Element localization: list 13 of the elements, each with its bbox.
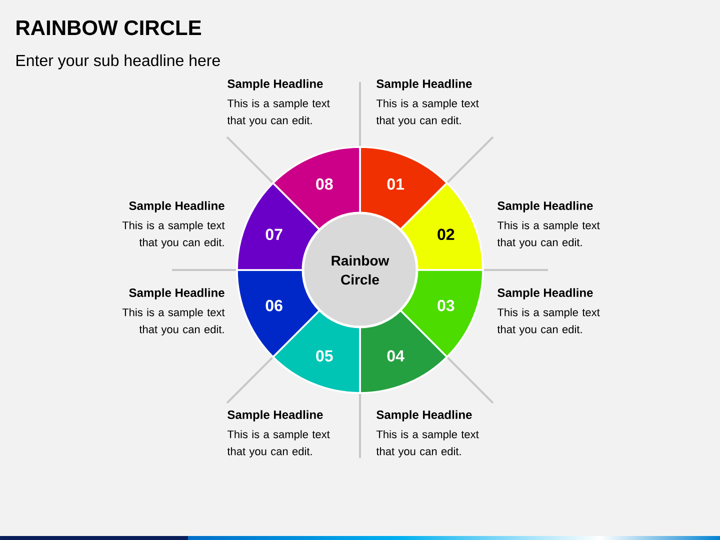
description-text: This is a sample text that you can edit. <box>497 221 600 248</box>
headline: Sample Headline <box>376 410 472 422</box>
headline: Sample Headline <box>129 288 224 300</box>
description-text: This is a sample text that you can edit. <box>376 99 479 126</box>
subtitle: Enter your sub headline here <box>16 54 220 70</box>
headline: Sample Headline <box>376 79 472 90</box>
headline: Sample Headline <box>498 288 593 300</box>
description-text: This is a sample text that you can edit. <box>227 99 330 126</box>
description-text: This is a sample text that you can edit. <box>227 430 330 458</box>
title: RAINBOW CIRCLE <box>16 20 202 36</box>
headline: Sample Headline <box>228 79 323 90</box>
description-text: This is a sample text that you can edit. <box>122 221 225 248</box>
description-text: This is a sample text that you can edit. <box>376 430 479 458</box>
